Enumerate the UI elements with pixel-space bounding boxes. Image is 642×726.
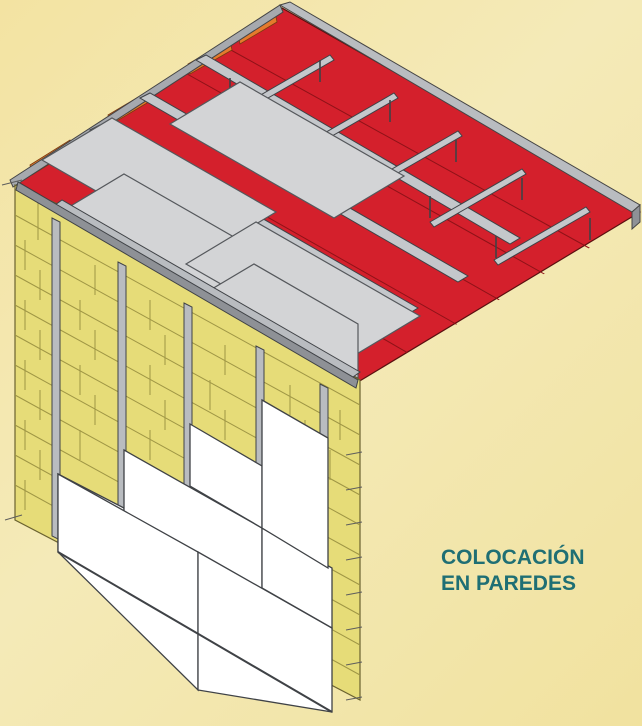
- caption-label: COLOCACIÓN EN PAREDES: [441, 545, 585, 597]
- ceiling-front-edge: [15, 181, 359, 389]
- wall-board-g: [261, 398, 329, 570]
- wall-board-base-line: [57, 551, 333, 713]
- wall-boards: [57, 398, 333, 713]
- ceiling-assembly: [9, 1, 642, 383]
- caption-line-1: COLOCACIÓN: [441, 546, 585, 569]
- wall-edge-ticks: [1, 179, 363, 701]
- caption-line-2: EN PAREDES: [441, 572, 576, 595]
